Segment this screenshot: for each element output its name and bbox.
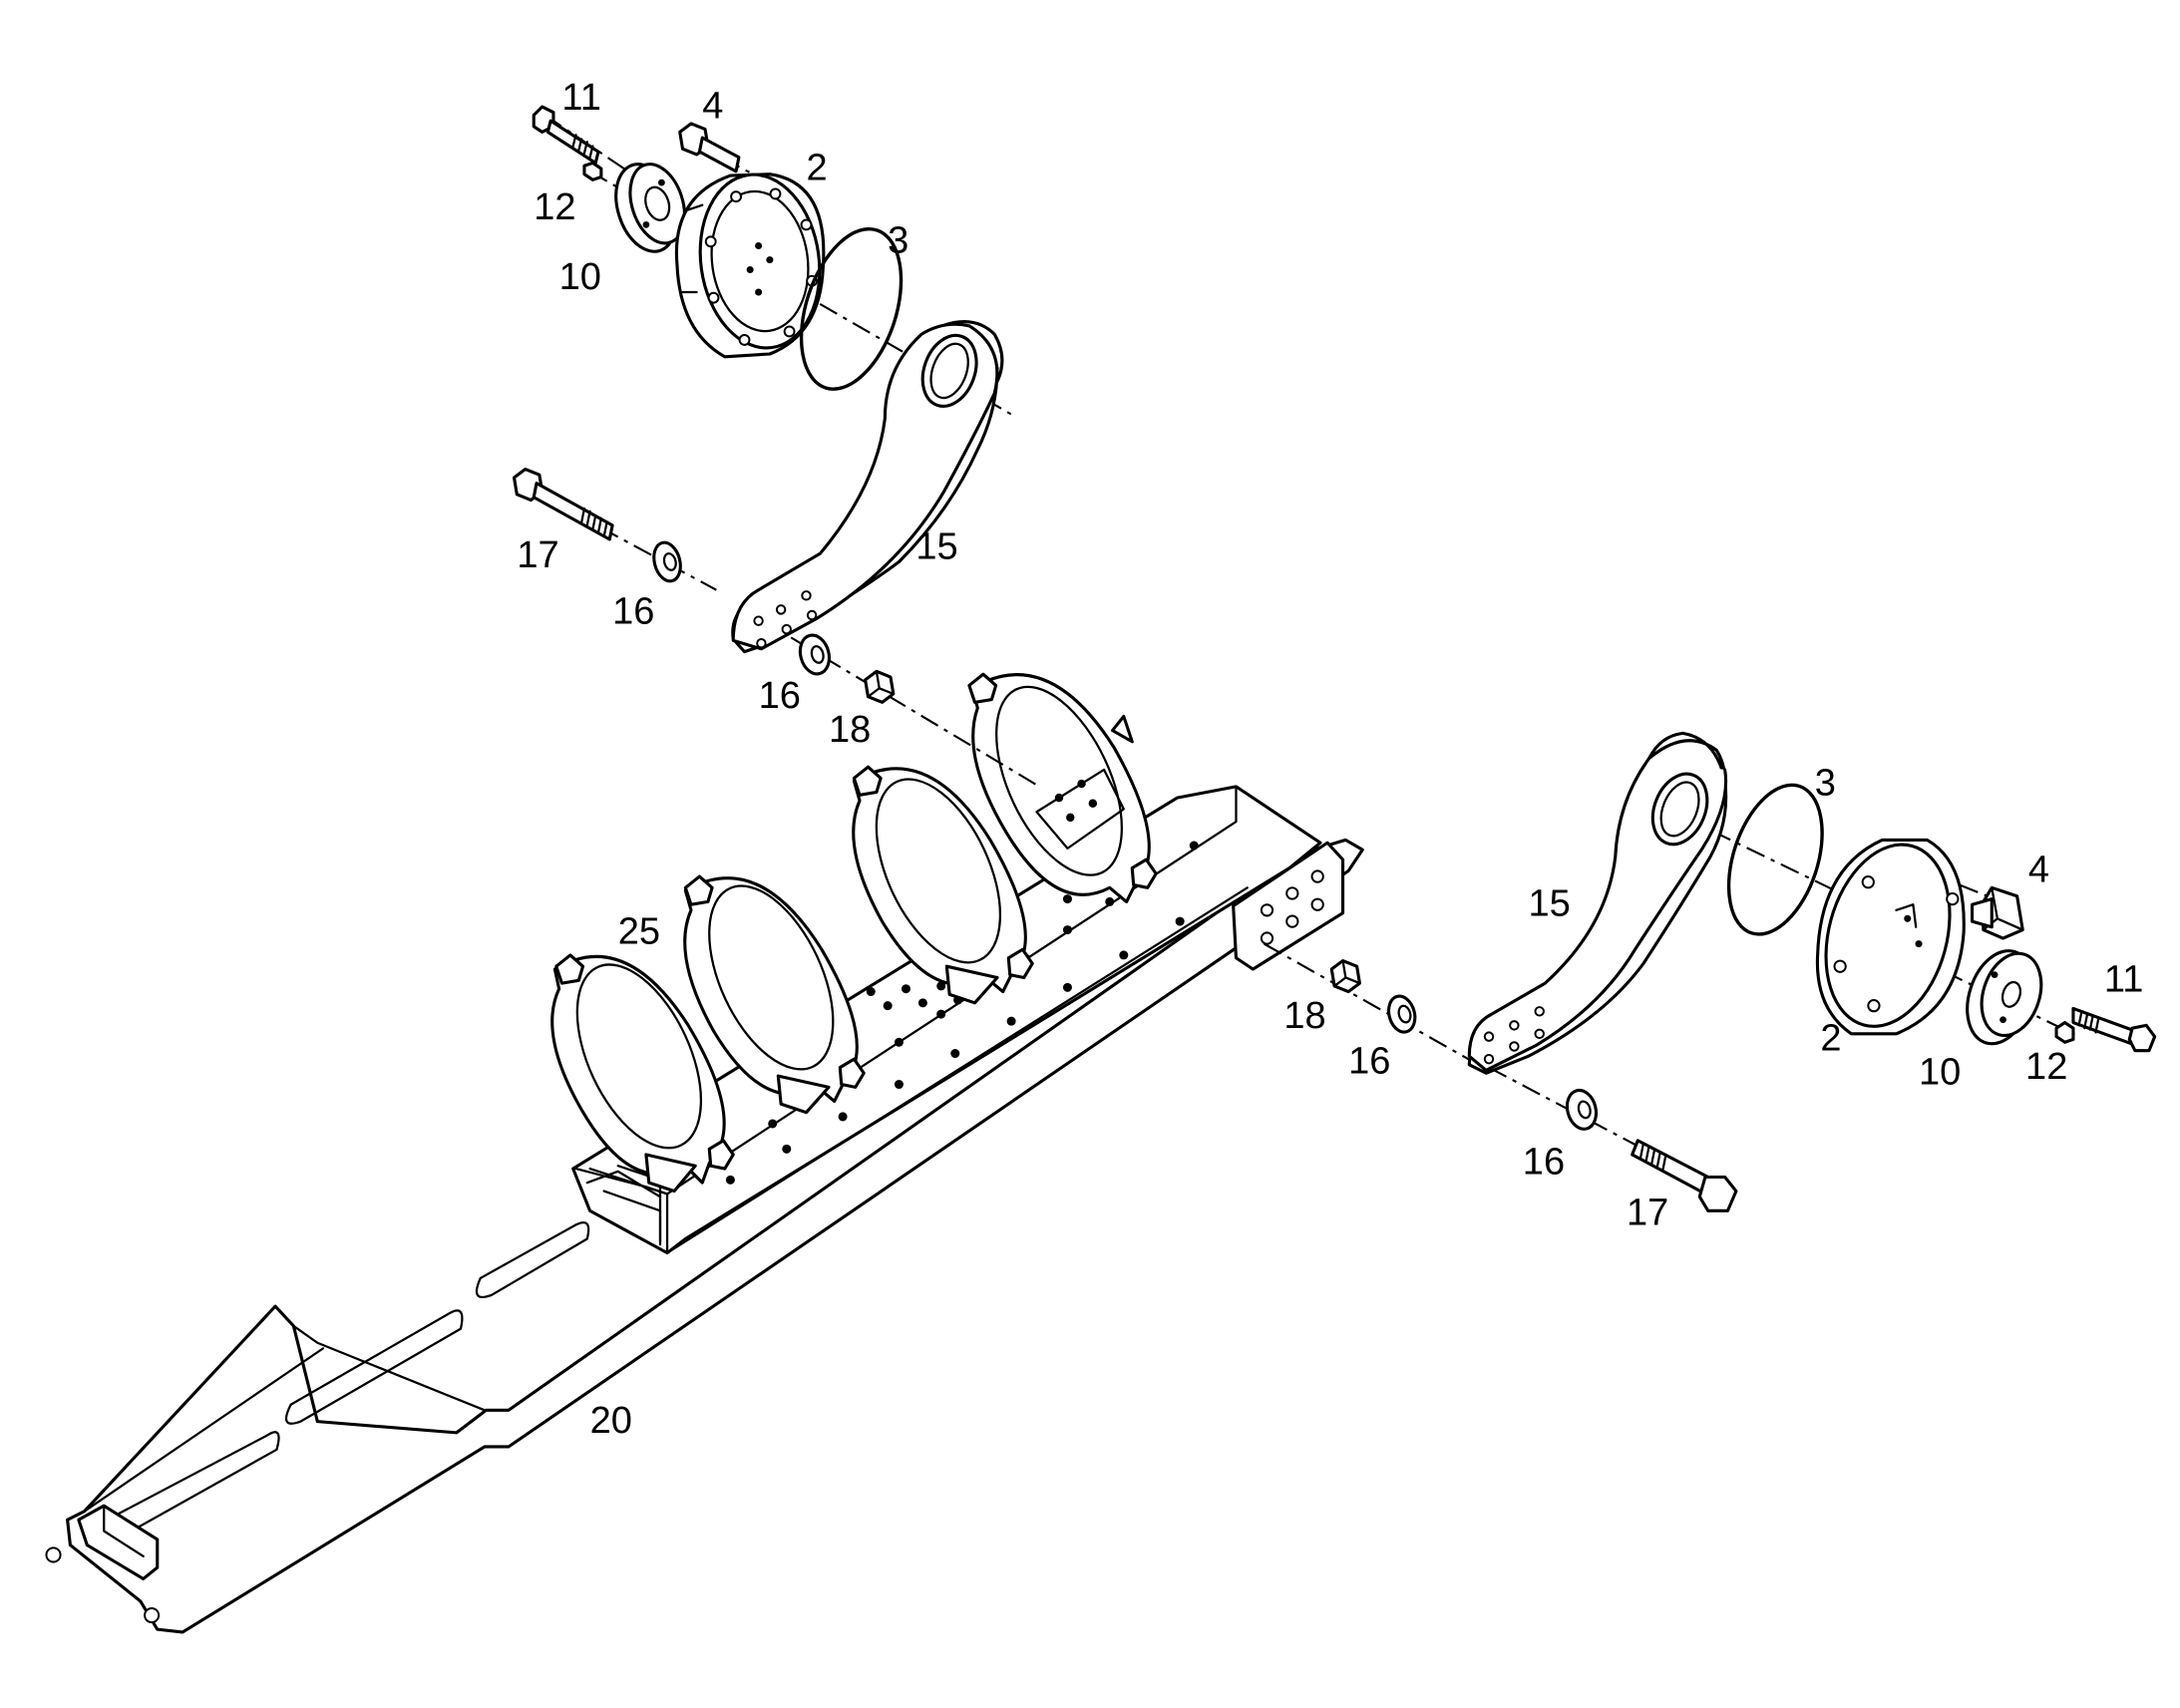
cover-10-lower <box>1966 949 2043 1046</box>
nut-18-upper <box>864 669 896 704</box>
callout-18: 18 <box>1283 995 1325 1037</box>
callout-16: 16 <box>612 590 654 632</box>
rail-slot <box>475 1220 590 1299</box>
rail-slot <box>284 1309 464 1425</box>
clamp-ring <box>852 765 1034 1005</box>
nut-12-upper <box>582 161 603 181</box>
bolt-17-upper <box>512 467 614 541</box>
base-frame <box>45 785 1364 1634</box>
callout-10: 10 <box>1919 1052 1961 1094</box>
cover-10-upper <box>614 163 686 253</box>
washer-16-lower-right <box>1565 1088 1599 1131</box>
arm-15-upper <box>731 320 1004 654</box>
callout-25: 25 <box>618 911 660 953</box>
nut-18-lower <box>1329 959 1361 994</box>
callout-2: 2 <box>1820 1018 1841 1060</box>
callout-2: 2 <box>806 147 827 188</box>
callout-17: 17 <box>1627 1192 1668 1233</box>
callout-17: 17 <box>517 534 558 576</box>
callout-11: 11 <box>2104 959 2143 1001</box>
bolt-17-lower <box>1631 1139 1738 1212</box>
washer-16-upper-right <box>798 633 832 676</box>
clamp-ring <box>683 874 866 1115</box>
callout-4: 4 <box>2028 850 2049 891</box>
bolt-4-lower <box>1970 885 2024 940</box>
callout-16: 16 <box>1523 1142 1565 1184</box>
callout-20: 20 <box>590 1400 632 1442</box>
callout-12: 12 <box>534 186 575 228</box>
upper-pivot-assembly <box>512 105 1040 788</box>
clamp-ring <box>967 672 1158 903</box>
callout-3: 3 <box>888 220 908 262</box>
callout-16: 16 <box>1348 1040 1390 1082</box>
callout-15: 15 <box>915 526 957 568</box>
callout-18: 18 <box>829 709 871 751</box>
flange-2-lower <box>1815 838 1966 1036</box>
callout-3: 3 <box>1815 762 1836 804</box>
clamp-rings <box>550 672 1158 1194</box>
washer-16-lower-left <box>1387 994 1417 1034</box>
slide-rail <box>66 838 1364 1634</box>
callout-10: 10 <box>559 256 601 298</box>
arm-15-lower <box>1467 731 1728 1075</box>
callout-4: 4 <box>702 85 723 127</box>
callout-labels: 11 4 2 12 3 10 15 17 16 16 18 25 20 3 4 … <box>517 77 2143 1442</box>
bolt-4-upper <box>678 122 741 173</box>
o-ring-3-lower <box>1726 783 1824 936</box>
callout-16: 16 <box>759 675 801 717</box>
nut-12-lower <box>2054 1020 2075 1044</box>
washer-16-upper-left <box>652 540 682 583</box>
o-ring-3-upper <box>799 226 904 391</box>
clamp-ring <box>550 953 735 1194</box>
callout-15: 15 <box>1528 882 1570 924</box>
bolt-11-lower <box>2071 1006 2157 1053</box>
bolt-11-upper <box>532 105 600 165</box>
flange-2-upper <box>674 172 826 359</box>
lower-pivot-assembly <box>1264 731 2157 1212</box>
callout-12: 12 <box>2025 1046 2067 1088</box>
callout-11: 11 <box>561 77 600 119</box>
